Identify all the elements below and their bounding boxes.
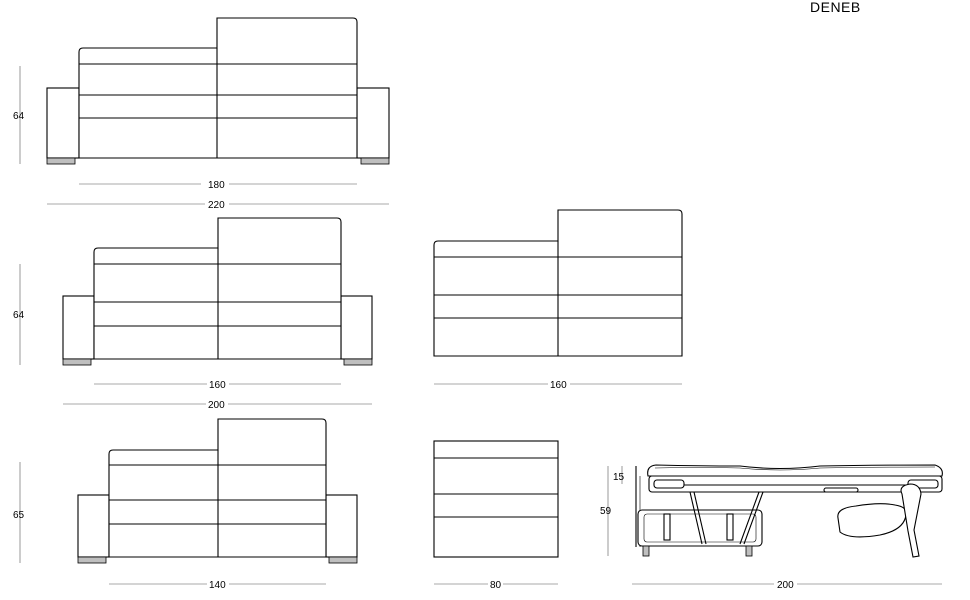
- sofa-bed-side-drawing: 15 59 200: [600, 464, 943, 591]
- height-label: 64: [13, 310, 25, 321]
- bed-frame-rail: [648, 475, 943, 493]
- right-armrest: [325, 494, 358, 558]
- left-foot: [62, 358, 92, 366]
- left-foot: [77, 556, 107, 564]
- module-drawing-160: 160: [433, 209, 683, 391]
- right-foot: [343, 358, 373, 366]
- seat-width-label: 140: [209, 580, 226, 591]
- support-leg: [900, 483, 922, 558]
- bed-length-label: 200: [777, 580, 794, 591]
- module-width-label: 160: [550, 380, 567, 391]
- left-foot: [46, 157, 76, 165]
- module-body: [433, 440, 559, 558]
- height-label: 64: [13, 111, 25, 122]
- sofa-drawing-200: 64 160 200: [13, 217, 373, 411]
- base-frame: [637, 509, 763, 547]
- sofa-drawing-220: 64 180 220: [13, 17, 390, 211]
- right-armrest: [340, 295, 373, 360]
- overall-width-label: 220: [208, 200, 225, 211]
- right-armrest: [356, 87, 390, 159]
- brand-title: DENEB: [810, 0, 861, 15]
- left-armrest: [77, 494, 110, 558]
- right-foot: [328, 556, 358, 564]
- seat-width-label: 180: [208, 180, 225, 191]
- left-armrest: [62, 295, 95, 360]
- mattress: [647, 464, 943, 477]
- height-label: 65: [13, 510, 25, 521]
- folded-cushion: [837, 503, 907, 538]
- rear-leg: [745, 545, 753, 557]
- bed-height-label: 59: [600, 506, 612, 517]
- mattress-height-label: 15: [613, 472, 625, 483]
- right-foot: [360, 157, 390, 165]
- front-leg: [642, 545, 650, 557]
- sofa-drawing-140: 65 140: [13, 418, 358, 591]
- module-drawing-80: 80: [433, 440, 559, 591]
- overall-width-label: 200: [208, 400, 225, 411]
- sofa-body: [78, 17, 358, 159]
- seat-width-label: 160: [209, 380, 226, 391]
- left-armrest: [46, 87, 80, 159]
- module-width-label: 80: [490, 580, 502, 591]
